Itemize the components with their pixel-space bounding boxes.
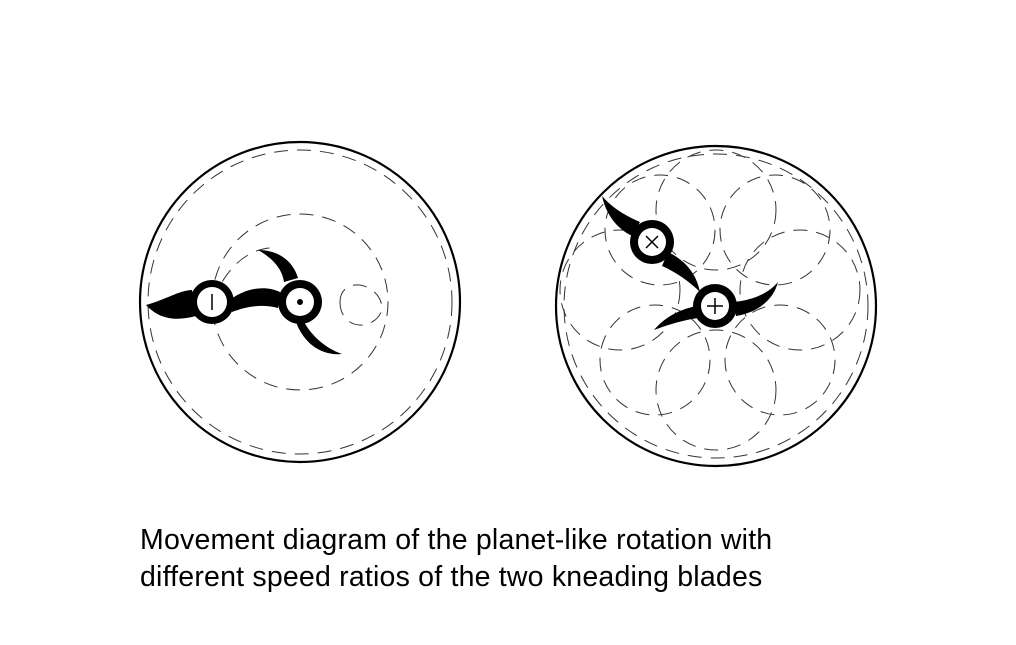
bowl-right-paths xyxy=(559,149,869,459)
blade-left-b xyxy=(258,250,342,355)
bowl-right-rim xyxy=(554,144,878,468)
bowl-right xyxy=(554,144,878,468)
movement-diagram xyxy=(138,140,878,468)
caption-line-2: different speed ratios of the two kneadi… xyxy=(140,561,763,593)
blade-right-b xyxy=(654,282,778,330)
diagram-caption: Movement diagram of the planet-like rota… xyxy=(140,522,940,596)
blade-left-a xyxy=(146,280,280,324)
bowl-left-rim xyxy=(138,140,462,464)
bowl-left xyxy=(138,140,462,464)
blade-right-a xyxy=(602,196,700,292)
caption-line-1: Movement diagram of the planet-like rota… xyxy=(140,524,773,556)
